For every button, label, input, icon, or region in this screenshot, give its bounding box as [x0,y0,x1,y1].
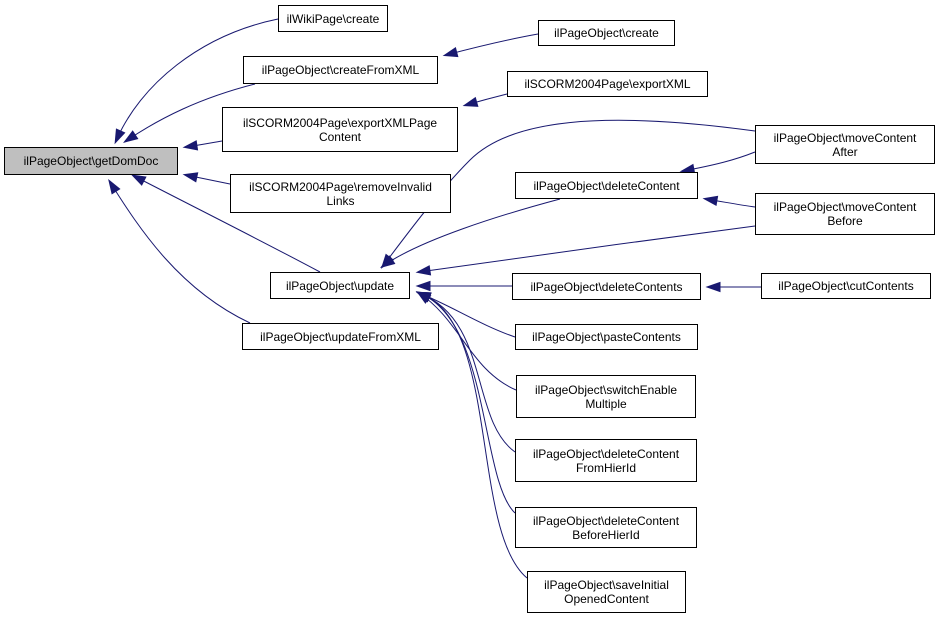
edge-arrowhead [705,281,721,293]
node-updatefromxml[interactable]: ilPageObject\updateFromXML [242,323,439,350]
node-label: ilPageObject\pasteContents [532,330,681,344]
node-label: ilPageObject\update [285,278,395,293]
edge-arrowhead [415,291,432,303]
node-deletecontent[interactable]: ilPageObject\deleteContent [515,172,698,199]
node-pageobject-create[interactable]: ilPageObject\create [538,20,675,46]
edge-arrowhead [462,96,479,107]
node-label: ilPageObject\create [554,26,659,40]
node-label: ilPageObject\cutContents [778,279,914,293]
edge-arrowhead [182,172,199,183]
node-label: ilPageObject\switchEnable Multiple [534,382,678,411]
node-label: ilPageObject\moveContent Before [773,200,917,228]
edge-updateFromXML-to-getDomDoc [109,181,251,324]
edge-switchEnableMultiple-to-update [418,292,517,391]
node-label: ilPageObject\createFromXML [261,63,420,77]
node-wikipage-create[interactable]: ilWikiPage\create [278,5,388,32]
edge-arrowhead [415,265,432,276]
node-deletecontentbeforehierid[interactable]: ilPageObject\deleteContent BeforeHierId [515,507,697,548]
node-cutcontents[interactable]: ilPageObject\cutContents [761,273,931,299]
node-removeinvalidlinks[interactable]: ilSCORM2004Page\removeInvalid Links [230,174,451,213]
node-movecontentafter[interactable]: ilPageObject\moveContent After [755,125,935,164]
edge-update-to-getDomDoc [133,175,321,273]
edge-arrowhead [182,140,199,151]
node-label: ilPageObject\saveInitial OpenedContent [544,578,669,606]
node-label: ilPageObject\moveContent After [773,130,917,159]
edge-arrowhead [130,174,147,186]
node-label: ilPageObject\deleteContent BeforeHierId [532,513,680,542]
node-movecontentbefore[interactable]: ilPageObject\moveContent Before [755,193,935,235]
edge-deleteContent-to-update [382,198,561,267]
node-getdomdoc[interactable]: ilPageObject\getDomDoc [4,147,178,175]
node-label: ilSCORM2004Page\removeInvalid Links [249,179,432,208]
edge-poCreate-to-createFromXML [445,33,539,56]
node-label: ilSCORM2004Page\exportXML [524,77,691,91]
edge-arrowhead [442,47,459,58]
edge-arrowhead [702,195,719,207]
edge-arrowhead [114,128,126,145]
edge-arrowhead [380,255,396,268]
edge-arrowhead [108,179,121,195]
node-exportxml[interactable]: ilSCORM2004Page\exportXML [507,71,708,97]
edge-moveContentBefore-to-update [418,225,756,273]
node-label: ilWikiPage\create [286,11,380,26]
node-createfromxml[interactable]: ilPageObject\createFromXML [243,56,438,84]
edge-saveInitialOpenedContent-to-update [418,292,528,579]
node-label: ilPageObject\getDomDoc [23,154,159,168]
edge-arrowhead [123,130,139,143]
node-label: ilPageObject\deleteContent [533,178,680,193]
node-label: ilPageObject\deleteContents [530,279,683,294]
node-update[interactable]: ilPageObject\update [270,272,410,299]
node-deletecontentfromhierid[interactable]: ilPageObject\deleteContent FromHierId [515,439,697,482]
node-label: ilSCORM2004Page\exportXMLPage Content [242,115,438,144]
edge-createFromXML-to-getDomDoc [125,83,256,142]
node-saveinitialopenedcontent[interactable]: ilPageObject\saveInitial OpenedContent [527,571,686,613]
edge-deleteContentFromHierId-to-update [418,292,516,453]
node-exportxmlpagecontent[interactable]: ilSCORM2004Page\exportXMLPage Content [222,107,458,152]
edge-wikiCreate-to-getDomDoc [115,18,279,142]
node-pastecontents[interactable]: ilPageObject\pasteContents [515,324,698,350]
edge-moveContentAfter-to-update [382,119,756,267]
node-deletecontents[interactable]: ilPageObject\deleteContents [512,273,701,300]
node-switchenablemultiple[interactable]: ilPageObject\switchEnable Multiple [516,375,696,418]
node-label: ilPageObject\deleteContent FromHierId [532,446,680,475]
node-label: ilPageObject\updateFromXML [260,329,421,344]
edge-arrowhead [415,280,431,292]
